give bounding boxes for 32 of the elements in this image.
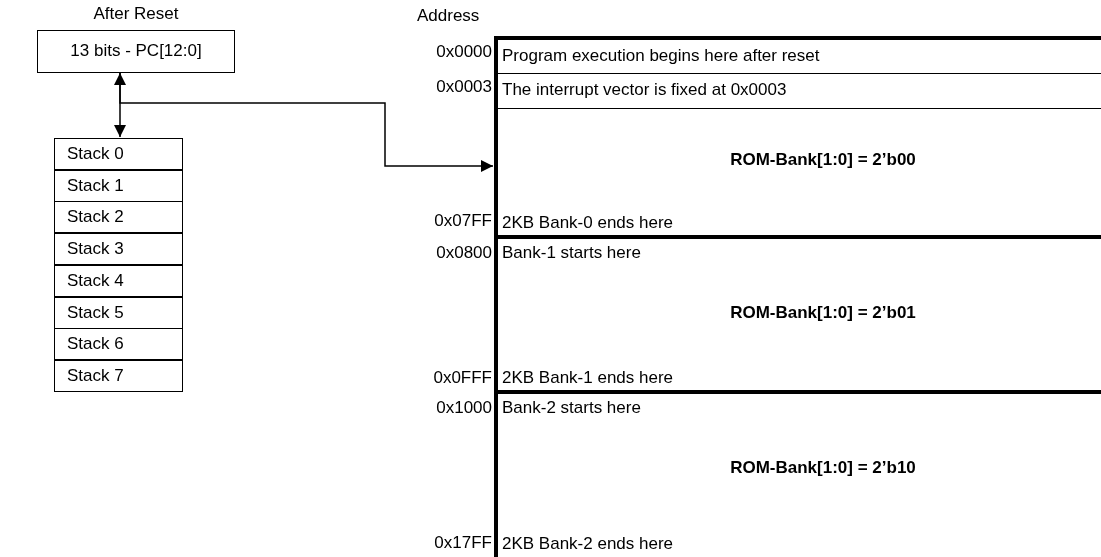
stack-entry: Stack 6 xyxy=(54,328,183,361)
address-label: 0x1000 xyxy=(436,398,492,418)
bank-select-label: ROM-Bank[1:0] = 2’b01 xyxy=(729,303,917,323)
address-label: 0x0800 xyxy=(436,243,492,263)
arrow xyxy=(119,72,494,172)
address-label: 0x17FF xyxy=(434,533,492,553)
bank-note: Bank-1 starts here xyxy=(502,243,641,263)
register-box: 13 bits - PC[12:0] xyxy=(37,30,235,73)
memory-row: The interrupt vector is fixed at 0x0003 xyxy=(498,74,1101,109)
heading-text: After Reset xyxy=(92,4,180,24)
bank-select-label: ROM-Bank[1:0] = 2’b10 xyxy=(729,458,917,478)
address-label: 0x07FF xyxy=(434,211,492,231)
stack-entry: Stack 0 xyxy=(54,138,183,170)
memory-row: Program execution begins here after reset xyxy=(498,40,1101,74)
address-label: 0x0003 xyxy=(436,77,492,97)
memory-bank-block xyxy=(494,390,1101,557)
stack-entry: Stack 2 xyxy=(54,201,183,234)
column-heading: Address xyxy=(417,6,480,26)
memory-bank-block xyxy=(494,36,1101,235)
stack-entry: Stack 3 xyxy=(54,233,183,266)
bank-select-label: ROM-Bank[1:0] = 2’b00 xyxy=(729,150,917,170)
memory-bank-block xyxy=(494,235,1101,390)
address-label: 0x0FFF xyxy=(433,368,492,388)
bank-note: 2KB Bank-0 ends here xyxy=(502,213,674,233)
stack-entry: Stack 7 xyxy=(54,359,183,392)
address-label: 0x0000 xyxy=(436,42,492,62)
bank-note: Bank-2 starts here xyxy=(502,398,641,418)
stack-entry: Stack 5 xyxy=(54,296,183,329)
stack-entry: Stack 1 xyxy=(54,169,183,202)
bank-note: 2KB Bank-2 ends here xyxy=(502,534,674,554)
bank-note: 2KB Bank-1 ends here xyxy=(502,368,674,388)
stack-entry: Stack 4 xyxy=(54,264,183,297)
